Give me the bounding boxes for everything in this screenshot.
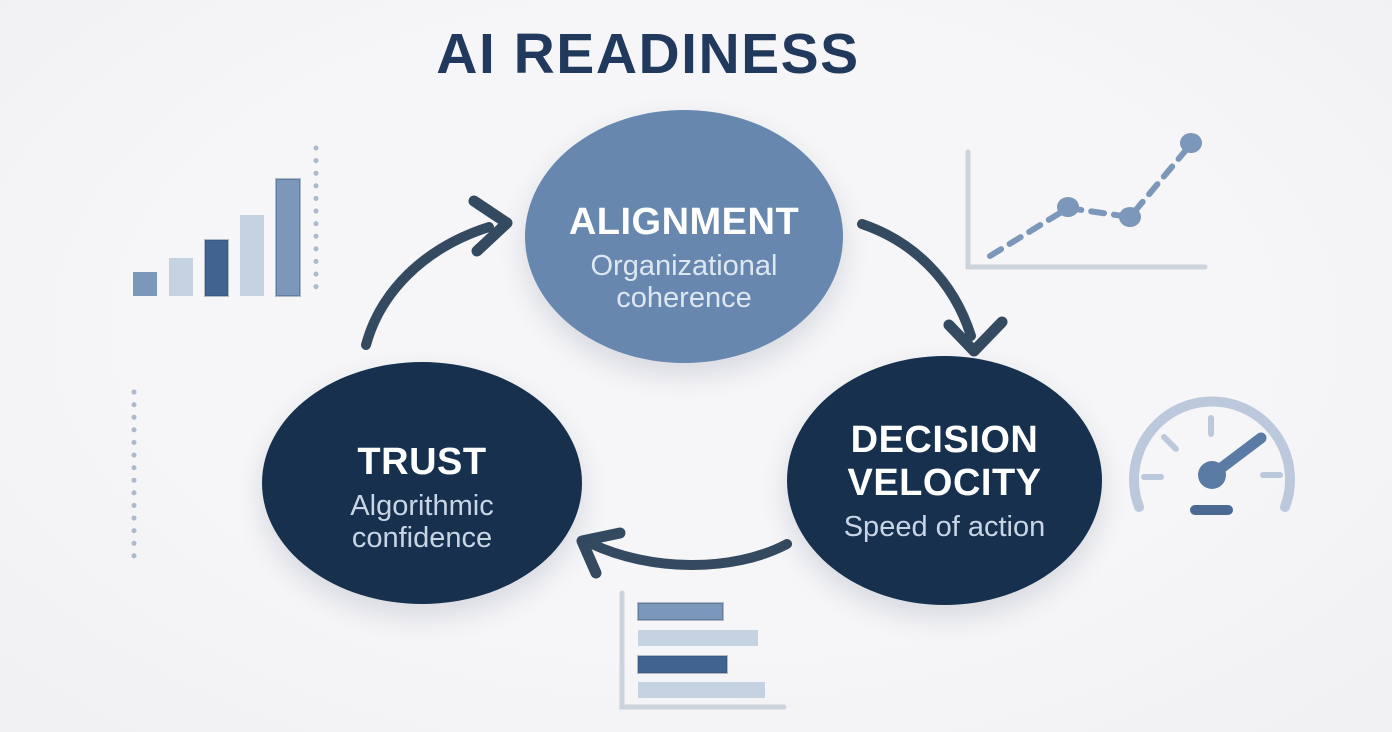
arrow-trust-to-alignment	[361, 195, 513, 350]
arrow-alignment-to-decision-velocity	[857, 219, 1008, 357]
cycle-node-alignment: ALIGNMENT Organizational coherence	[525, 110, 843, 363]
horizontal-bar-chart-icon	[619, 590, 787, 710]
node-label: ALIGNMENT	[568, 201, 800, 243]
node-sublabel: Algorithmic confidence	[350, 489, 494, 554]
line-chart-icon	[965, 133, 1208, 270]
speedometer-icon	[1129, 396, 1295, 515]
arrow-decision-velocity-to-trust	[576, 527, 792, 579]
page-title: AI READINESS	[436, 22, 860, 86]
cycle-arrows	[361, 195, 1008, 579]
cycle-node-trust: TRUST Algorithmic confidence	[262, 362, 582, 604]
node-label: DECISION VELOCITY	[847, 418, 1042, 504]
cycle-node-decision-velocity: DECISION VELOCITY Speed of action	[787, 356, 1102, 605]
node-label: TRUST	[357, 440, 487, 483]
node-sublabel: Organizational coherence	[590, 250, 778, 314]
bar-chart-icon	[133, 178, 301, 297]
node-sublabel: Speed of action	[843, 510, 1046, 543]
